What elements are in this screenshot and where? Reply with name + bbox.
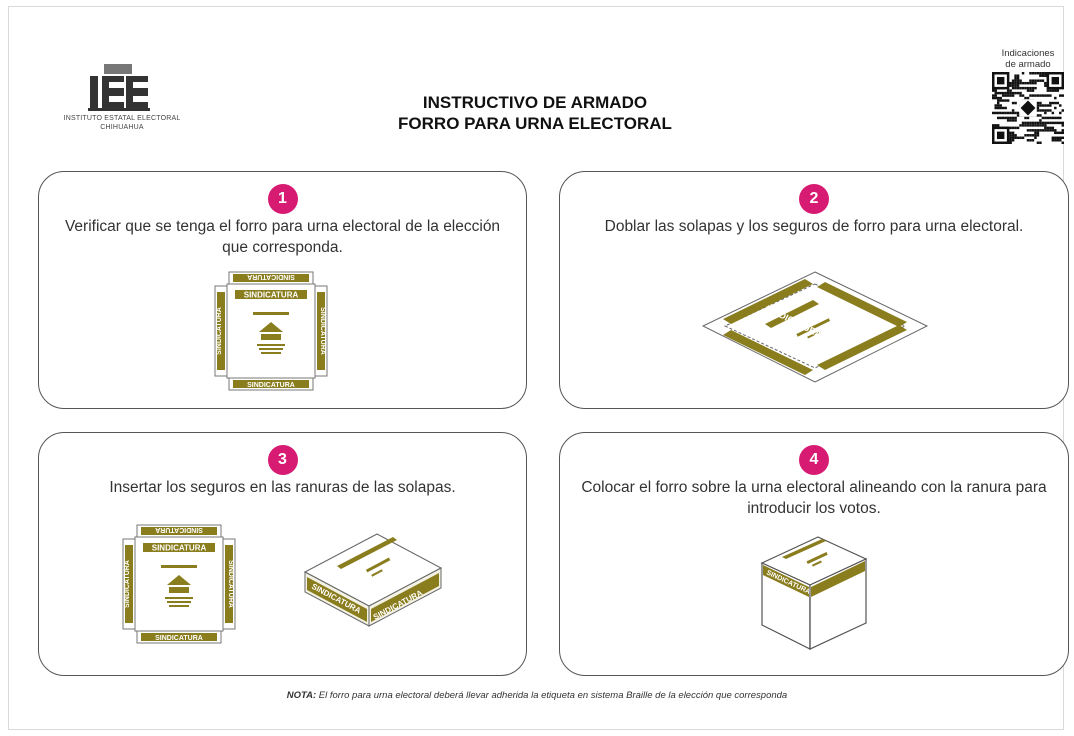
print-label: SINDICATURA bbox=[227, 560, 234, 608]
footer-note: NOTA: El forro para urna electoral deber… bbox=[0, 690, 1074, 701]
step-instruction: Doblar las solapas y los seguros de forr… bbox=[604, 218, 1024, 235]
print-label: SINDICATURA bbox=[247, 273, 295, 280]
note-label: NOTA: bbox=[286, 690, 317, 701]
qr-label-line1: Indicaciones bbox=[1001, 48, 1055, 59]
step-number-badge: 2 bbox=[799, 184, 829, 214]
print-label: SINDICATURA bbox=[155, 526, 203, 533]
print-label: SINDICATURA bbox=[247, 382, 295, 389]
print-label: SINDICATURA bbox=[319, 307, 326, 355]
note-text: El forro para urna electoral deberá llev… bbox=[316, 690, 788, 701]
ballot-box-illustration: SINDICATURA bbox=[760, 536, 868, 650]
step-instruction: Insertar los seguros en las ranuras de l… bbox=[109, 479, 456, 496]
folded-flaps-illustration: SINDICATURA SINDICATURA bbox=[701, 271, 929, 383]
institute-name-line1: INSTITUTO ESTATAL ELECTORAL bbox=[63, 115, 181, 122]
step-panel-4: 4 Colocar el forro sobre la urna elector… bbox=[559, 432, 1069, 676]
step-number-badge: 4 bbox=[799, 445, 829, 475]
print-label: SINDICATURA bbox=[155, 635, 203, 642]
title-line1: INSTRUCTIVO DE ARMADO bbox=[422, 93, 648, 112]
step-panel-3: 3 Insertar los seguros en las ranuras de… bbox=[38, 432, 527, 676]
iee-logo-mark bbox=[88, 64, 150, 111]
step-panel-2: 2 Doblar las solapas y los seguros de fo… bbox=[559, 171, 1069, 409]
step-panel-1: 1 Verificar que se tenga el forro para u… bbox=[38, 171, 527, 409]
page-title: INSTRUCTIVO DE ARMADO FORRO PARA URNA EL… bbox=[360, 92, 710, 134]
assembled-cover-illustration: SINDICATURA SINDICATURA bbox=[303, 533, 443, 627]
print-label: SINDICATURA bbox=[216, 307, 223, 355]
step-number-badge: 3 bbox=[267, 445, 298, 475]
step-instruction: Colocar el forro sobre la urna electoral… bbox=[581, 479, 1047, 517]
print-label: SINDICATURA bbox=[124, 560, 131, 608]
qr-label-line2: de armado bbox=[1005, 59, 1051, 70]
qr-code-icon[interactable] bbox=[992, 72, 1064, 144]
institute-logo: INSTITUTO ESTATAL ELECTORAL CHIHUAHUA bbox=[52, 62, 192, 152]
step-instruction: Verificar que se tenga el forro para urn… bbox=[64, 218, 501, 256]
qr-block: Indicaciones de armado bbox=[990, 48, 1066, 144]
step-number-badge: 1 bbox=[267, 184, 298, 214]
unfolded-cover-illustration: SINDICATURA SINDICATURA SINDICATURA SINDICA… bbox=[214, 271, 328, 391]
qr-label: Indicaciones de armado bbox=[990, 48, 1066, 70]
print-label: SINDICATURA bbox=[152, 544, 207, 553]
unfolded-cover-illustration: SINDICATURA SINDICATURA SINDICATURA SINDICA… bbox=[122, 524, 236, 644]
print-label: SINDICATURA bbox=[244, 291, 299, 300]
institute-name: INSTITUTO ESTATAL ELECTORAL CHIHUAHUA bbox=[52, 114, 192, 132]
title-line2: FORRO PARA URNA ELECTORAL bbox=[398, 114, 672, 133]
institute-name-line2: CHIHUAHUA bbox=[100, 124, 144, 131]
